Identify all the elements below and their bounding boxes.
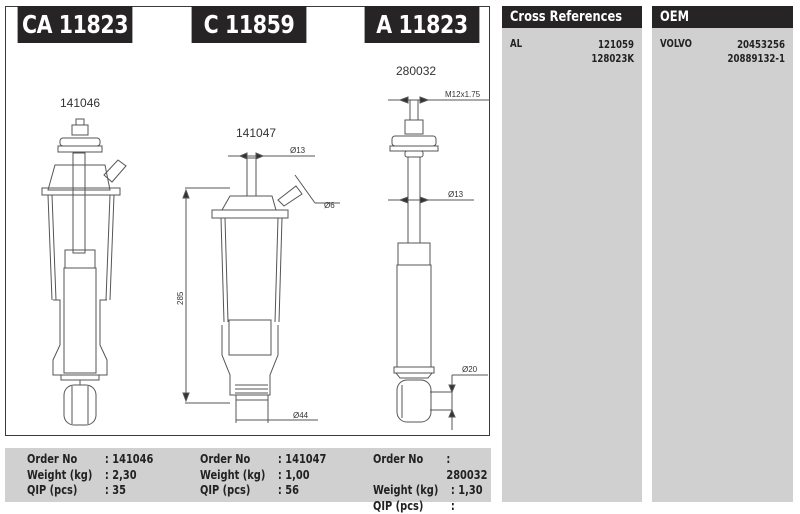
dimension-label: Ø44	[293, 411, 309, 420]
dimension-label: Ø13	[290, 146, 306, 155]
oem-code: 20889132-1	[683, 52, 786, 66]
weight-value: : 1,30	[451, 483, 483, 499]
ref-brand: AL	[510, 38, 522, 50]
cross-reference-row: AL 121059 128023K	[502, 28, 642, 66]
spec-bar: Order No: 141046 Weight (kg): 2,30 QIP (…	[5, 448, 491, 502]
weight-label: Weight (kg)	[27, 468, 105, 484]
order-label: Order No	[27, 452, 105, 468]
order-label: Order No	[373, 452, 446, 483]
drawing-280032	[388, 97, 490, 430]
spec-block-280032: Order No: 280032 Weight (kg): 1,30 QIP (…	[373, 452, 492, 514]
panel-title: Cross References	[510, 9, 622, 25]
drawing-141046	[42, 119, 126, 425]
dimension-label: Ø20	[462, 365, 478, 374]
oem-row: VOLVO 20453256 20889132-1	[652, 28, 793, 66]
part-number-label: 141046	[60, 96, 100, 110]
part-number-label: 141047	[236, 126, 276, 140]
dimension-label: 285	[176, 291, 185, 305]
weight-label: Weight (kg)	[200, 468, 278, 484]
order-value: : 280032	[446, 452, 492, 483]
oem-header: OEM	[652, 6, 793, 28]
part-number-label: 280032	[396, 64, 436, 78]
order-value: : 141046	[105, 452, 153, 468]
cross-references-panel: Cross References AL 121059 128023K	[502, 6, 642, 502]
order-label: Order No	[200, 452, 278, 468]
qip-label: QIP (pcs)	[200, 483, 278, 499]
qip-label: QIP (pcs)	[27, 483, 105, 499]
weight-value: : 1,00	[278, 468, 310, 484]
panel-title: OEM	[660, 9, 689, 25]
spec-block-141046: Order No: 141046 Weight (kg): 2,30 QIP (…	[27, 452, 153, 499]
weight-value: : 2,30	[105, 468, 137, 484]
drawing-141047	[183, 153, 340, 423]
spec-block-141047: Order No: 141047 Weight (kg): 1,00 QIP (…	[200, 452, 326, 499]
oem-code: 20453256	[683, 38, 786, 52]
ref-code: 128023K	[532, 52, 634, 66]
dimension-label: M12x1.75	[445, 90, 481, 99]
qip-value: : 35	[105, 483, 126, 499]
oem-panel: OEM VOLVO 20453256 20889132-1	[652, 6, 793, 502]
cross-references-header: Cross References	[502, 6, 642, 28]
order-value: : 141047	[278, 452, 326, 468]
dimension-label: Ø13	[448, 190, 464, 199]
qip-value: : 56	[278, 483, 299, 499]
weight-label: Weight (kg)	[373, 483, 451, 499]
ref-code: 121059	[532, 38, 634, 52]
dimension-label: Ø6	[324, 201, 335, 210]
technical-drawings: 141046 141047 280032 Ø13 Ø6 285 Ø44 M12x…	[0, 0, 500, 440]
